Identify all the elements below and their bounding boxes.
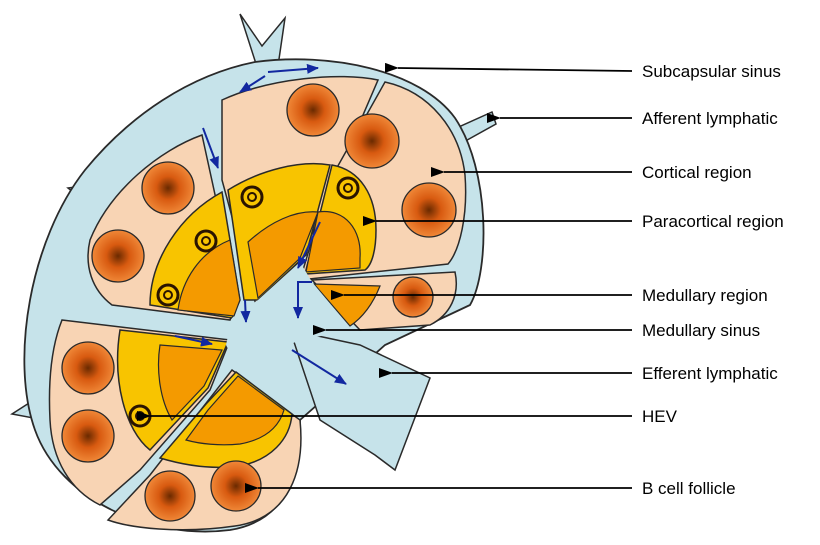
b-cell-follicle	[287, 84, 339, 136]
labels: Subcapsular sinus Afferent lymphatic Cor…	[642, 62, 784, 498]
hev-ring	[242, 187, 262, 207]
b-cell-follicle	[402, 183, 456, 237]
flow-arrow	[245, 300, 246, 322]
b-cell-follicle	[62, 410, 114, 462]
label-paracortical-region: Paracortical region	[642, 212, 784, 231]
label-hev: HEV	[642, 407, 678, 426]
label-b-cell-follicle: B cell follicle	[642, 479, 736, 498]
b-cell-follicle	[345, 114, 399, 168]
b-cell-follicle	[145, 471, 195, 521]
label-cortical-region: Cortical region	[642, 163, 752, 182]
label-medullary-region: Medullary region	[642, 286, 768, 305]
label-afferent-lymphatic: Afferent lymphatic	[642, 109, 778, 128]
b-cell-follicle	[92, 230, 144, 282]
hev-ring	[338, 178, 358, 198]
b-cell-follicle	[211, 461, 261, 511]
hev-ring	[196, 231, 216, 251]
hev-ring	[158, 285, 178, 305]
hev-ring	[130, 406, 150, 426]
pointer-subcapsular-sinus	[398, 68, 632, 71]
b-cell-follicle	[62, 342, 114, 394]
label-subcapsular-sinus: Subcapsular sinus	[642, 62, 781, 81]
label-medullary-sinus: Medullary sinus	[642, 321, 760, 340]
b-cell-follicle	[142, 162, 194, 214]
label-efferent-lymphatic: Efferent lymphatic	[642, 364, 778, 383]
b-cell-follicle	[393, 277, 433, 317]
